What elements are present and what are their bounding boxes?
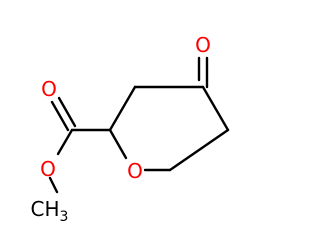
structure-canvas: O O O O CH 3 [30, 33, 230, 225]
ester-oxygen-label: O [40, 157, 56, 181]
atom-labels: O O O O CH 3 [30, 33, 210, 225]
ester-double-bond-b [57, 96, 77, 128]
ring-bond-c5-c4 [201, 85, 230, 132]
bond-ester-carbon-oxygen [56, 128, 74, 156]
methyl-subscript: 3 [60, 209, 69, 225]
molecule-structure: O O O O CH 3 [30, 33, 230, 225]
ring-bond-c6-c5 [168, 128, 230, 172]
bonds [48, 56, 230, 194]
ester-carbonyl-oxygen-label: O [41, 77, 57, 101]
ester-double-bond-a [50, 100, 70, 132]
ring-bond-c2-o1 [108, 128, 128, 160]
ketone-oxygen-label: O [195, 33, 211, 57]
ring-bond-c3-c2 [108, 85, 137, 132]
bond-oxygen-methyl [48, 176, 59, 194]
ring-oxygen-label: O [127, 159, 143, 183]
methyl-label: CH [30, 197, 59, 221]
